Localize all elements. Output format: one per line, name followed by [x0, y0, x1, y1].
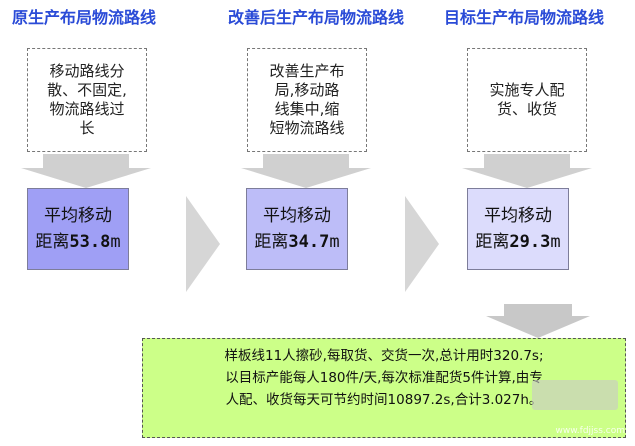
- description-line: 货、收货: [496, 100, 557, 118]
- description-line: 物流路线过: [49, 100, 125, 118]
- summary-line: 样板线11人擦砂,每取货、交货一次,总计用时320.7s;: [224, 348, 544, 364]
- metric-label: 平均移动: [263, 206, 331, 226]
- column-3-description: 实施专人配 货、收货: [467, 48, 587, 152]
- metric-unit: m: [550, 232, 561, 252]
- metric-value-line: 距离53.8m: [35, 229, 120, 255]
- column-1-metric: 平均移动 距离53.8m: [27, 188, 129, 270]
- column-2-title: 改善后生产布局物流路线: [228, 8, 405, 27]
- column-2-metric: 平均移动 距离34.7m: [246, 188, 348, 270]
- column-3-metric: 平均移动 距离29.3m: [467, 188, 569, 270]
- description-line: 实施专人配: [489, 81, 565, 99]
- metric-prefix: 距离: [35, 232, 70, 252]
- metric-prefix: 距离: [254, 232, 289, 252]
- metric-value-line: 距离29.3m: [475, 229, 560, 255]
- metric-value: 29.3: [509, 232, 551, 252]
- summary-line: 人配、收货每天可节约时间10897.2s,合计3.027h。: [225, 392, 543, 408]
- metric-label: 平均移动: [484, 206, 552, 226]
- column-1-title: 原生产布局物流路线: [12, 8, 157, 27]
- metric-unit: m: [110, 232, 121, 252]
- description-line: 长: [79, 119, 95, 137]
- watermark-text: www.fdjjss.com: [555, 426, 625, 436]
- column-1-description: 移动路线分 散、不固定, 物流路线过 长: [27, 48, 147, 152]
- description-line: 散、不固定,: [47, 81, 127, 99]
- description-line: 改善生产布: [269, 62, 345, 80]
- metric-prefix: 距离: [475, 232, 510, 252]
- down-arrow-1: [21, 154, 151, 188]
- right-arrow-2: [405, 196, 439, 292]
- down-arrow-3: [462, 154, 592, 188]
- description-line: 线集中,缩: [274, 100, 340, 118]
- description-line: 短物流路线: [269, 119, 345, 137]
- metric-value: 53.8: [69, 232, 111, 252]
- column-2-description: 改善生产布 局,移动路 线集中,缩 短物流路线: [247, 48, 367, 152]
- description-line: 局,移动路: [274, 81, 340, 99]
- down-arrow-4: [486, 304, 590, 338]
- column-3-title: 目标生产布局物流路线: [444, 8, 605, 27]
- watermark-logo: [532, 380, 618, 410]
- metric-value: 34.7: [288, 232, 330, 252]
- metric-value-line: 距离34.7m: [254, 229, 339, 255]
- metric-unit: m: [329, 232, 340, 252]
- summary-line: 以目标产能每人180件/天,每次标准配货5件计算,由专: [225, 370, 543, 386]
- metric-label: 平均移动: [44, 206, 112, 226]
- right-arrow-1: [186, 196, 220, 292]
- down-arrow-2: [241, 154, 371, 188]
- description-line: 移动路线分: [49, 62, 125, 80]
